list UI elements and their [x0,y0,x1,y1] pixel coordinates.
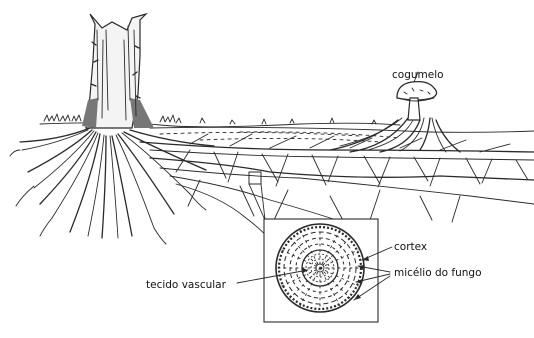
mushroom-illustration [397,82,437,120]
zoom-lines [249,184,265,220]
label-fungal-mycelium: micélio do fungo [394,267,482,279]
label-mushroom: cogumelo [392,69,444,81]
cross-section-inset [264,219,378,322]
label-cortex: cortex [394,241,427,253]
sample-location-box [249,172,261,184]
tree-trunk [82,14,154,128]
label-vascular-tissue: tecido vascular [146,279,227,291]
